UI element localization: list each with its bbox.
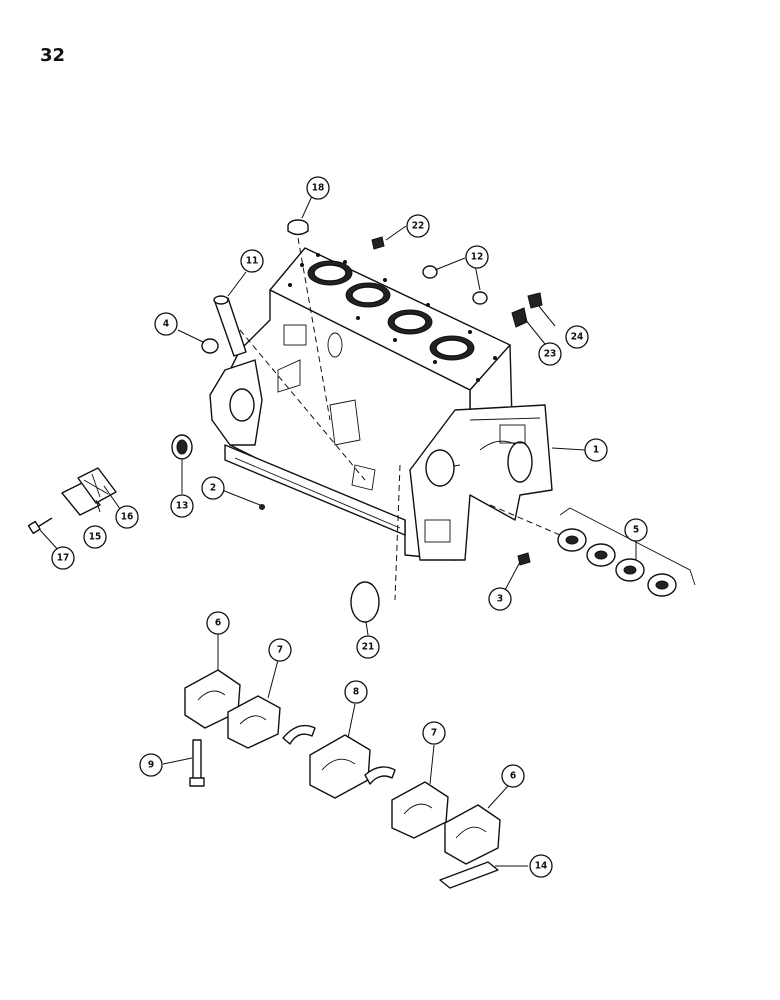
- svg-text:14: 14: [535, 861, 548, 872]
- cylinder-block: [209, 247, 553, 561]
- gasket: [61, 482, 101, 516]
- svg-text:4: 4: [163, 319, 169, 330]
- svg-text:15: 15: [89, 532, 102, 543]
- callout-12: 12: [465, 245, 489, 269]
- svg-text:16: 16: [121, 512, 134, 523]
- callout-7b: 7: [422, 721, 446, 745]
- svg-text:7: 7: [277, 645, 283, 656]
- lock-plate: [439, 861, 499, 889]
- svg-text:21: 21: [362, 642, 375, 653]
- callout-8: 8: [344, 680, 368, 704]
- svg-text:17: 17: [57, 553, 70, 564]
- callout-15: 15: [83, 525, 107, 549]
- bearing-cap: [309, 734, 371, 799]
- nut: [517, 552, 531, 566]
- svg-text:8: 8: [353, 687, 359, 698]
- callout-6: 6: [206, 611, 230, 635]
- fitting: [527, 292, 543, 309]
- svg-text:3: 3: [497, 594, 503, 605]
- svg-text:9: 9: [148, 760, 154, 771]
- callout-24: 24: [565, 325, 589, 349]
- svg-text:11: 11: [246, 256, 259, 267]
- fitting: [511, 307, 528, 328]
- callout-6b: 6: [501, 764, 525, 788]
- callout-11: 11: [240, 249, 264, 273]
- plug: [201, 338, 219, 354]
- svg-text:7: 7: [431, 728, 437, 739]
- expansion-plug: [472, 291, 488, 305]
- callout-16: 16: [115, 505, 139, 529]
- callout-1: 1: [584, 438, 608, 462]
- callout-21: 21: [356, 635, 380, 659]
- svg-text:5: 5: [633, 525, 639, 536]
- bearing-cap: [444, 804, 501, 865]
- dowel: [259, 504, 265, 510]
- thrust-washer: [364, 766, 396, 785]
- callout-23: 23: [538, 342, 562, 366]
- callout-22: 22: [406, 214, 430, 238]
- callout-4: 4: [154, 312, 178, 336]
- svg-text:2: 2: [210, 483, 216, 494]
- cover-plate: [77, 467, 117, 504]
- callout-2: 2: [201, 476, 225, 500]
- callout-3: 3: [488, 587, 512, 611]
- svg-text:12: 12: [471, 252, 484, 263]
- callout-18: 18: [306, 176, 330, 200]
- pipe-plug: [371, 236, 385, 250]
- svg-text:22: 22: [412, 221, 425, 232]
- expansion-plug: [422, 265, 438, 279]
- page-number: 32: [40, 45, 66, 66]
- thrust-washer: [282, 724, 316, 745]
- callout-14: 14: [529, 854, 553, 878]
- svg-text:13: 13: [176, 501, 189, 512]
- bearing-cap: [391, 781, 449, 839]
- sleeve: [214, 297, 247, 357]
- svg-text:1: 1: [593, 445, 599, 456]
- svg-text:6: 6: [510, 771, 516, 782]
- bearing-cap: [227, 695, 281, 749]
- svg-text:18: 18: [312, 183, 325, 194]
- callout-13: 13: [170, 494, 194, 518]
- camshaft-bushings: [557, 507, 696, 597]
- svg-text:6: 6: [215, 618, 221, 629]
- disc-plug: [350, 581, 380, 623]
- bearing-cap-bolt: [189, 739, 205, 787]
- callout-5: 5: [624, 518, 648, 542]
- svg-text:23: 23: [544, 349, 557, 360]
- callout-17: 17: [51, 546, 75, 570]
- callout-7: 7: [268, 638, 292, 662]
- svg-text:24: 24: [571, 332, 584, 343]
- callout-9: 9: [139, 753, 163, 777]
